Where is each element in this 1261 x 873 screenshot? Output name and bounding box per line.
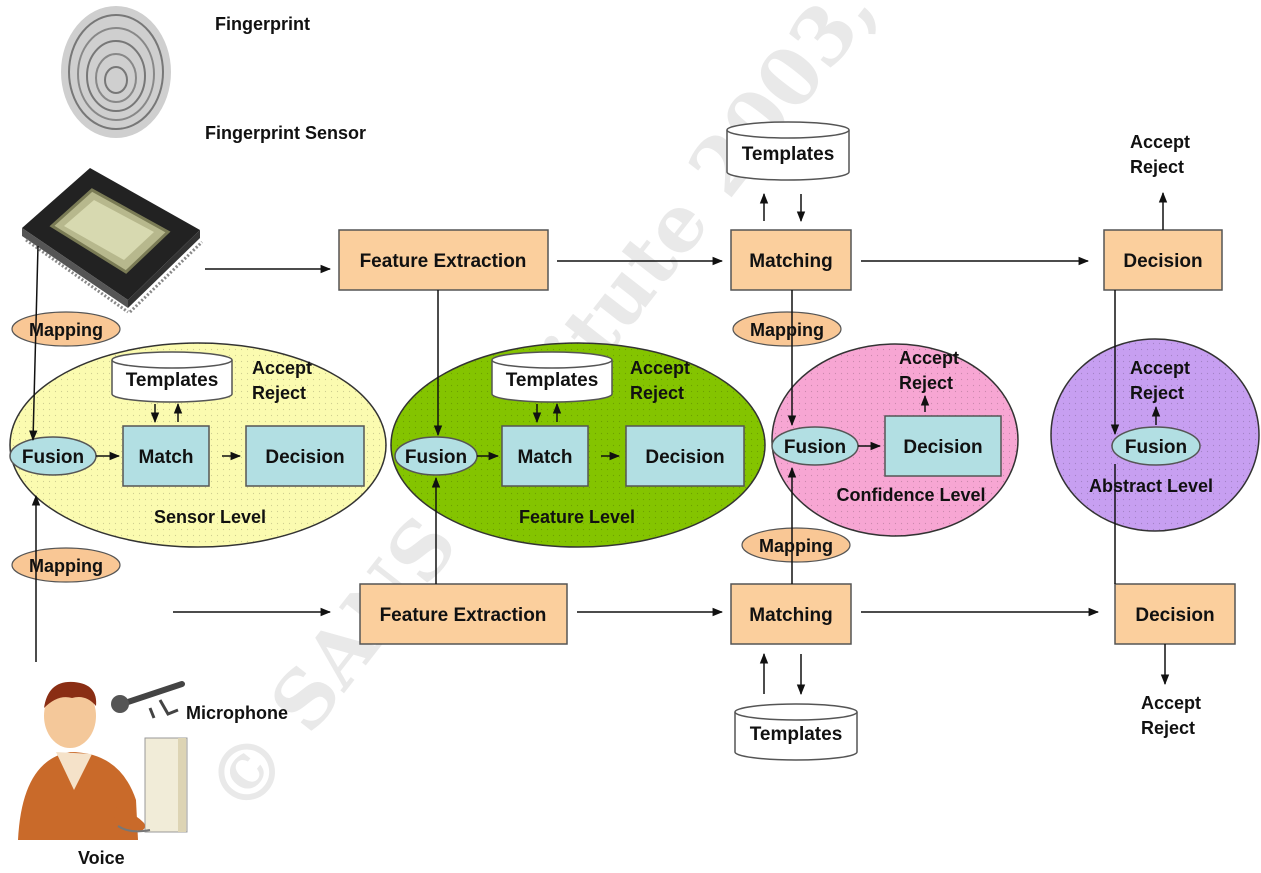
top-matching-box: Matching xyxy=(730,229,852,291)
confidence-decision-label: Decision xyxy=(903,437,982,458)
confidence-fusion-ellipse: Fusion xyxy=(771,426,859,466)
top-decision-box: Decision xyxy=(1103,229,1223,291)
sensor-mapping-bottom-label: Mapping xyxy=(29,556,103,576)
sensor-match-label: Match xyxy=(139,447,194,468)
feature-reject-label: Reject xyxy=(630,383,684,403)
fingerprint-label: Fingerprint xyxy=(215,14,310,34)
bottom-templates-label: Templates xyxy=(750,724,843,745)
person-speaking-icon xyxy=(18,681,188,840)
top-decision-accept-label: Accept xyxy=(1130,132,1190,152)
sensor-mapping-top-ellipse: Mapping xyxy=(11,311,121,347)
sensor-templates-label: Templates xyxy=(126,370,219,391)
matching-mapping-top-label: Mapping xyxy=(750,320,824,340)
feature-decision-box: Decision xyxy=(625,425,745,487)
fingerprint-sensor-label: Fingerprint Sensor xyxy=(205,123,366,143)
connectors xyxy=(29,191,1170,696)
sensor-fusion-label: Fusion xyxy=(22,447,84,468)
bottom-decision-label: Decision xyxy=(1135,605,1214,626)
top-feature-extraction-label: Feature Extraction xyxy=(360,251,527,272)
sensor-decision-label: Decision xyxy=(265,447,344,468)
feature-fusion-label: Fusion xyxy=(405,447,467,468)
sensor-level-title: Sensor Level xyxy=(154,507,266,527)
bottom-decision-accept-label: Accept xyxy=(1141,693,1201,713)
confidence-level-title: Confidence Level xyxy=(836,485,985,505)
sensor-reject-label: Reject xyxy=(252,383,306,403)
confidence-accept-label: Accept xyxy=(899,348,959,368)
bottom-matching-label: Matching xyxy=(749,605,832,626)
sensor-match-box: Match xyxy=(122,425,210,487)
bottom-templates-cylinder: Templates xyxy=(734,703,858,761)
abstract-fusion-ellipse: Fusion xyxy=(1111,426,1201,466)
feature-match-label: Match xyxy=(518,447,573,468)
matching-mapping-bottom-ellipse: Mapping xyxy=(741,527,851,563)
top-matching-label: Matching xyxy=(749,251,832,272)
matching-mapping-bottom-label: Mapping xyxy=(759,536,833,556)
microphone-label: Microphone xyxy=(186,703,288,723)
feature-templates-cylinder: Templates xyxy=(491,351,613,403)
bottom-feature-extraction-label: Feature Extraction xyxy=(380,605,547,626)
sensor-accept-label: Accept xyxy=(252,358,312,378)
sensor-decision-box: Decision xyxy=(245,425,365,487)
top-templates-label: Templates xyxy=(742,144,835,165)
fingerprint-icon xyxy=(61,6,171,138)
top-feature-extraction-box: Feature Extraction xyxy=(338,229,549,291)
bottom-feature-extraction-box: Feature Extraction xyxy=(359,583,568,645)
bottom-decision-reject-label: Reject xyxy=(1141,718,1195,738)
confidence-reject-label: Reject xyxy=(899,373,953,393)
top-decision-label: Decision xyxy=(1123,251,1202,272)
abstract-accept-label: Accept xyxy=(1130,358,1190,378)
feature-match-box: Match xyxy=(501,425,589,487)
feature-accept-label: Accept xyxy=(630,358,690,378)
abstract-fusion-label: Fusion xyxy=(1125,437,1187,458)
sensor-mapping-bottom-ellipse: Mapping xyxy=(11,547,121,583)
voice-label: Voice xyxy=(78,848,125,868)
microphone-icon xyxy=(111,681,185,719)
sensor-mapping-top-label: Mapping xyxy=(29,320,103,340)
top-templates-cylinder: Templates xyxy=(726,121,850,181)
abstract-level-title: Abstract Level xyxy=(1089,476,1213,496)
feature-level-title: Feature Level xyxy=(519,507,635,527)
feature-templates-label: Templates xyxy=(506,370,599,391)
bottom-matching-box: Matching xyxy=(730,583,852,645)
confidence-fusion-label: Fusion xyxy=(784,437,846,458)
sensor-fusion-ellipse: Fusion xyxy=(9,436,97,476)
abstract-reject-label: Reject xyxy=(1130,383,1184,403)
sensor-templates-cylinder: Templates xyxy=(111,351,233,403)
feature-decision-label: Decision xyxy=(645,447,724,468)
matching-mapping-top-ellipse: Mapping xyxy=(732,311,842,347)
bottom-decision-box: Decision xyxy=(1114,583,1236,645)
feature-fusion-ellipse: Fusion xyxy=(394,436,478,476)
top-decision-reject-label: Reject xyxy=(1130,157,1184,177)
sensor-chip-icon xyxy=(22,168,204,314)
confidence-decision-box: Decision xyxy=(884,415,1002,477)
